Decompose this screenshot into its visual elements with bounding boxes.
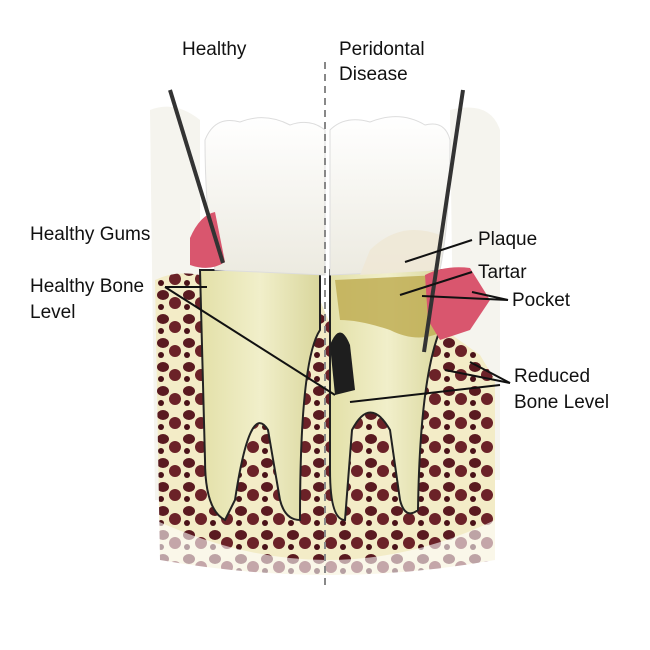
- label-healthy-bone-line2: Level: [30, 302, 75, 323]
- tartar-deposit: [335, 275, 445, 338]
- label-reduced-bone-line1: Reduced: [514, 366, 590, 387]
- label-tartar: Tartar: [478, 262, 527, 283]
- label-plaque: Plaque: [478, 229, 537, 250]
- label-reduced-bone-line2: Bone Level: [514, 392, 609, 413]
- healthy-crown: [204, 117, 326, 276]
- pulp-chamber: [330, 332, 355, 395]
- receded-gum: [425, 267, 490, 340]
- healthy-probe: [168, 89, 225, 264]
- heading-disease-line2: Disease: [339, 64, 408, 85]
- leader-lines: [164, 239, 511, 403]
- label-pocket: Pocket: [512, 290, 571, 311]
- plaque-deposit: [360, 230, 440, 275]
- heading-disease-line1: Peridontal: [339, 39, 425, 60]
- label-healthy-bone-line1: Healthy Bone: [30, 276, 144, 297]
- healthy-root: [198, 269, 321, 522]
- heading-healthy: Healthy: [182, 39, 247, 60]
- healthy-gum: [190, 212, 225, 268]
- disease-probe: [422, 89, 465, 353]
- label-healthy-gums: Healthy Gums: [30, 224, 150, 245]
- bone-fade: [155, 520, 495, 590]
